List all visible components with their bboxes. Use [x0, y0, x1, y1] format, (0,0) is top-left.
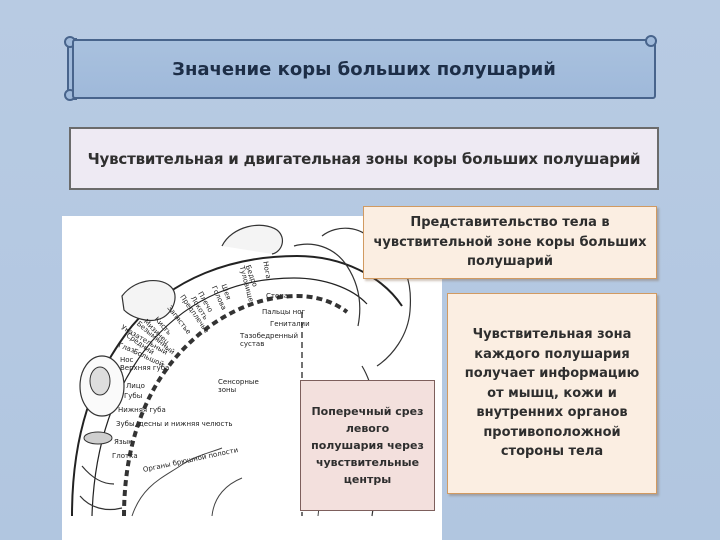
- title-banner: Значение коры больших полушарий: [72, 39, 656, 99]
- label-hip-joint: Тазобедренный сустав: [240, 332, 299, 348]
- title-scroll: Значение коры больших полушарий: [62, 33, 658, 103]
- scroll-curl-right: [645, 35, 657, 47]
- representation-text: Представительство тела в чувствительной …: [373, 215, 647, 270]
- page-title: Значение коры больших полушарий: [172, 58, 556, 80]
- label-toes: Пальцы ног: [262, 308, 306, 316]
- label-sensory-zones: Сенсорные зоны: [218, 378, 259, 394]
- subtitle-box: Чувствительная и двигательная зоны коры …: [69, 127, 659, 190]
- label-lips: Губы: [124, 392, 143, 400]
- label-teeth: Зубы, десны и нижняя челюсть: [116, 420, 233, 428]
- representation-box: Представительство тела в чувствительной …: [363, 206, 657, 279]
- label-tongue: Язык: [114, 438, 133, 446]
- label-upper-lip: Верхняя губа: [120, 364, 170, 372]
- label-genitals: Гениталии: [270, 320, 310, 328]
- sensory-zone-box: Чувствительная зона каждого полушария по…: [447, 293, 657, 494]
- subtitle: Чувствительная и двигательная зоны коры …: [87, 149, 641, 168]
- label-lower-lip: Нижняя губа: [118, 406, 166, 414]
- label-foot: Стопа: [266, 292, 289, 300]
- sensory-zone-text: Чувствительная зона каждого полушария по…: [464, 327, 640, 460]
- cross-section-text: Поперечный срез левого полушария через ч…: [311, 404, 424, 487]
- label-pharynx: Глотка: [112, 452, 138, 460]
- homunculus-drawing: [71, 224, 412, 517]
- label-nose: Нос: [120, 356, 134, 364]
- label-face: Лицо: [126, 382, 145, 390]
- cross-section-box: Поперечный срез левого полушария через ч…: [300, 380, 435, 511]
